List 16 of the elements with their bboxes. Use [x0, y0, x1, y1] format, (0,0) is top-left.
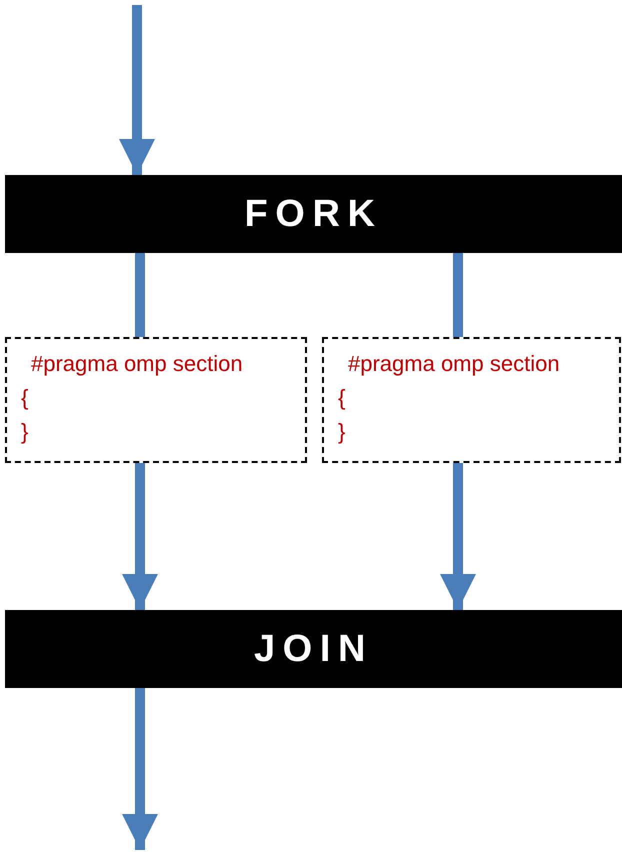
dashed-box — [322, 337, 621, 463]
bar-label: JOIN — [254, 626, 374, 672]
arrow — [122, 688, 158, 850]
code-line: #pragma omp section — [31, 350, 243, 378]
bar — [5, 175, 622, 253]
dashed-box — [5, 337, 307, 463]
bar — [5, 610, 622, 688]
bar-label: FORK — [244, 192, 383, 236]
code-line: } — [21, 418, 28, 446]
arrow — [122, 463, 158, 610]
arrow — [440, 463, 476, 610]
code-line: { — [338, 384, 346, 412]
code-line: } — [338, 418, 346, 446]
arrow — [119, 5, 155, 175]
code-line: { — [21, 384, 28, 412]
code-line: #pragma omp section — [348, 350, 560, 378]
